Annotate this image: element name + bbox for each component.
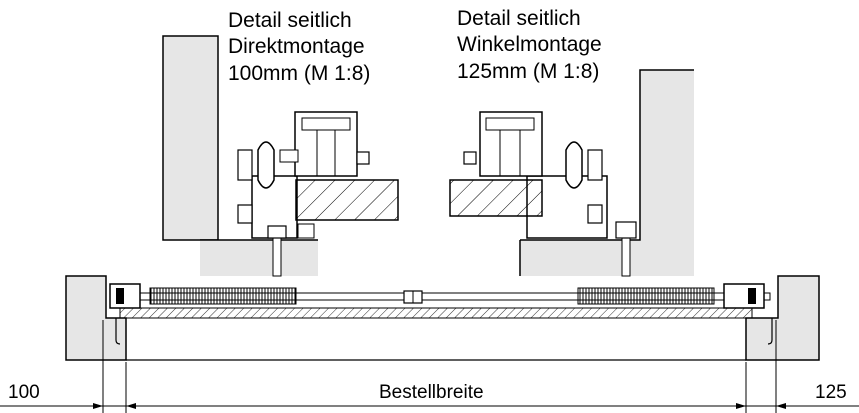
ceiling-left [200,240,318,276]
wall-left [162,35,219,241]
detail-left-label: Detail seitlich Direktmontage 100mm (M 1… [228,8,370,87]
detail-right-label: Detail seitlich Winkelmontage 125mm (M 1… [457,6,602,85]
bearing-right [723,283,765,309]
front-lintel [119,307,753,319]
detail-right-line3: 125mm (M 1:8) [457,59,600,83]
wall-right [520,70,694,276]
spring-coil-right [565,141,583,189]
lintel-left [295,179,399,221]
dimension-left: 100 [8,382,40,403]
detail-left-drawing [162,35,399,277]
detail-left-line3: 100mm (M 1:8) [228,61,371,85]
detail-left-line1: Detail seitlich [228,9,352,32]
front-view [65,275,820,361]
detail-right-drawing [449,69,694,277]
detail-left-line2: Direktmontage [228,35,365,59]
detail-right-line1: Detail seitlich [457,7,581,30]
bearing-left [109,283,141,309]
bolt-left [272,237,282,277]
detail-right-line2: Winkelmontage [457,33,602,57]
spring-left [149,287,297,305]
dimension-lines [0,320,859,413]
lintel-right [449,179,543,217]
dimension-center: Bestellbreite [377,381,486,405]
spring-right [577,287,715,305]
dimension-right: 125 [815,382,847,403]
bolt-right [621,237,631,277]
spring-coil-left [257,141,275,189]
